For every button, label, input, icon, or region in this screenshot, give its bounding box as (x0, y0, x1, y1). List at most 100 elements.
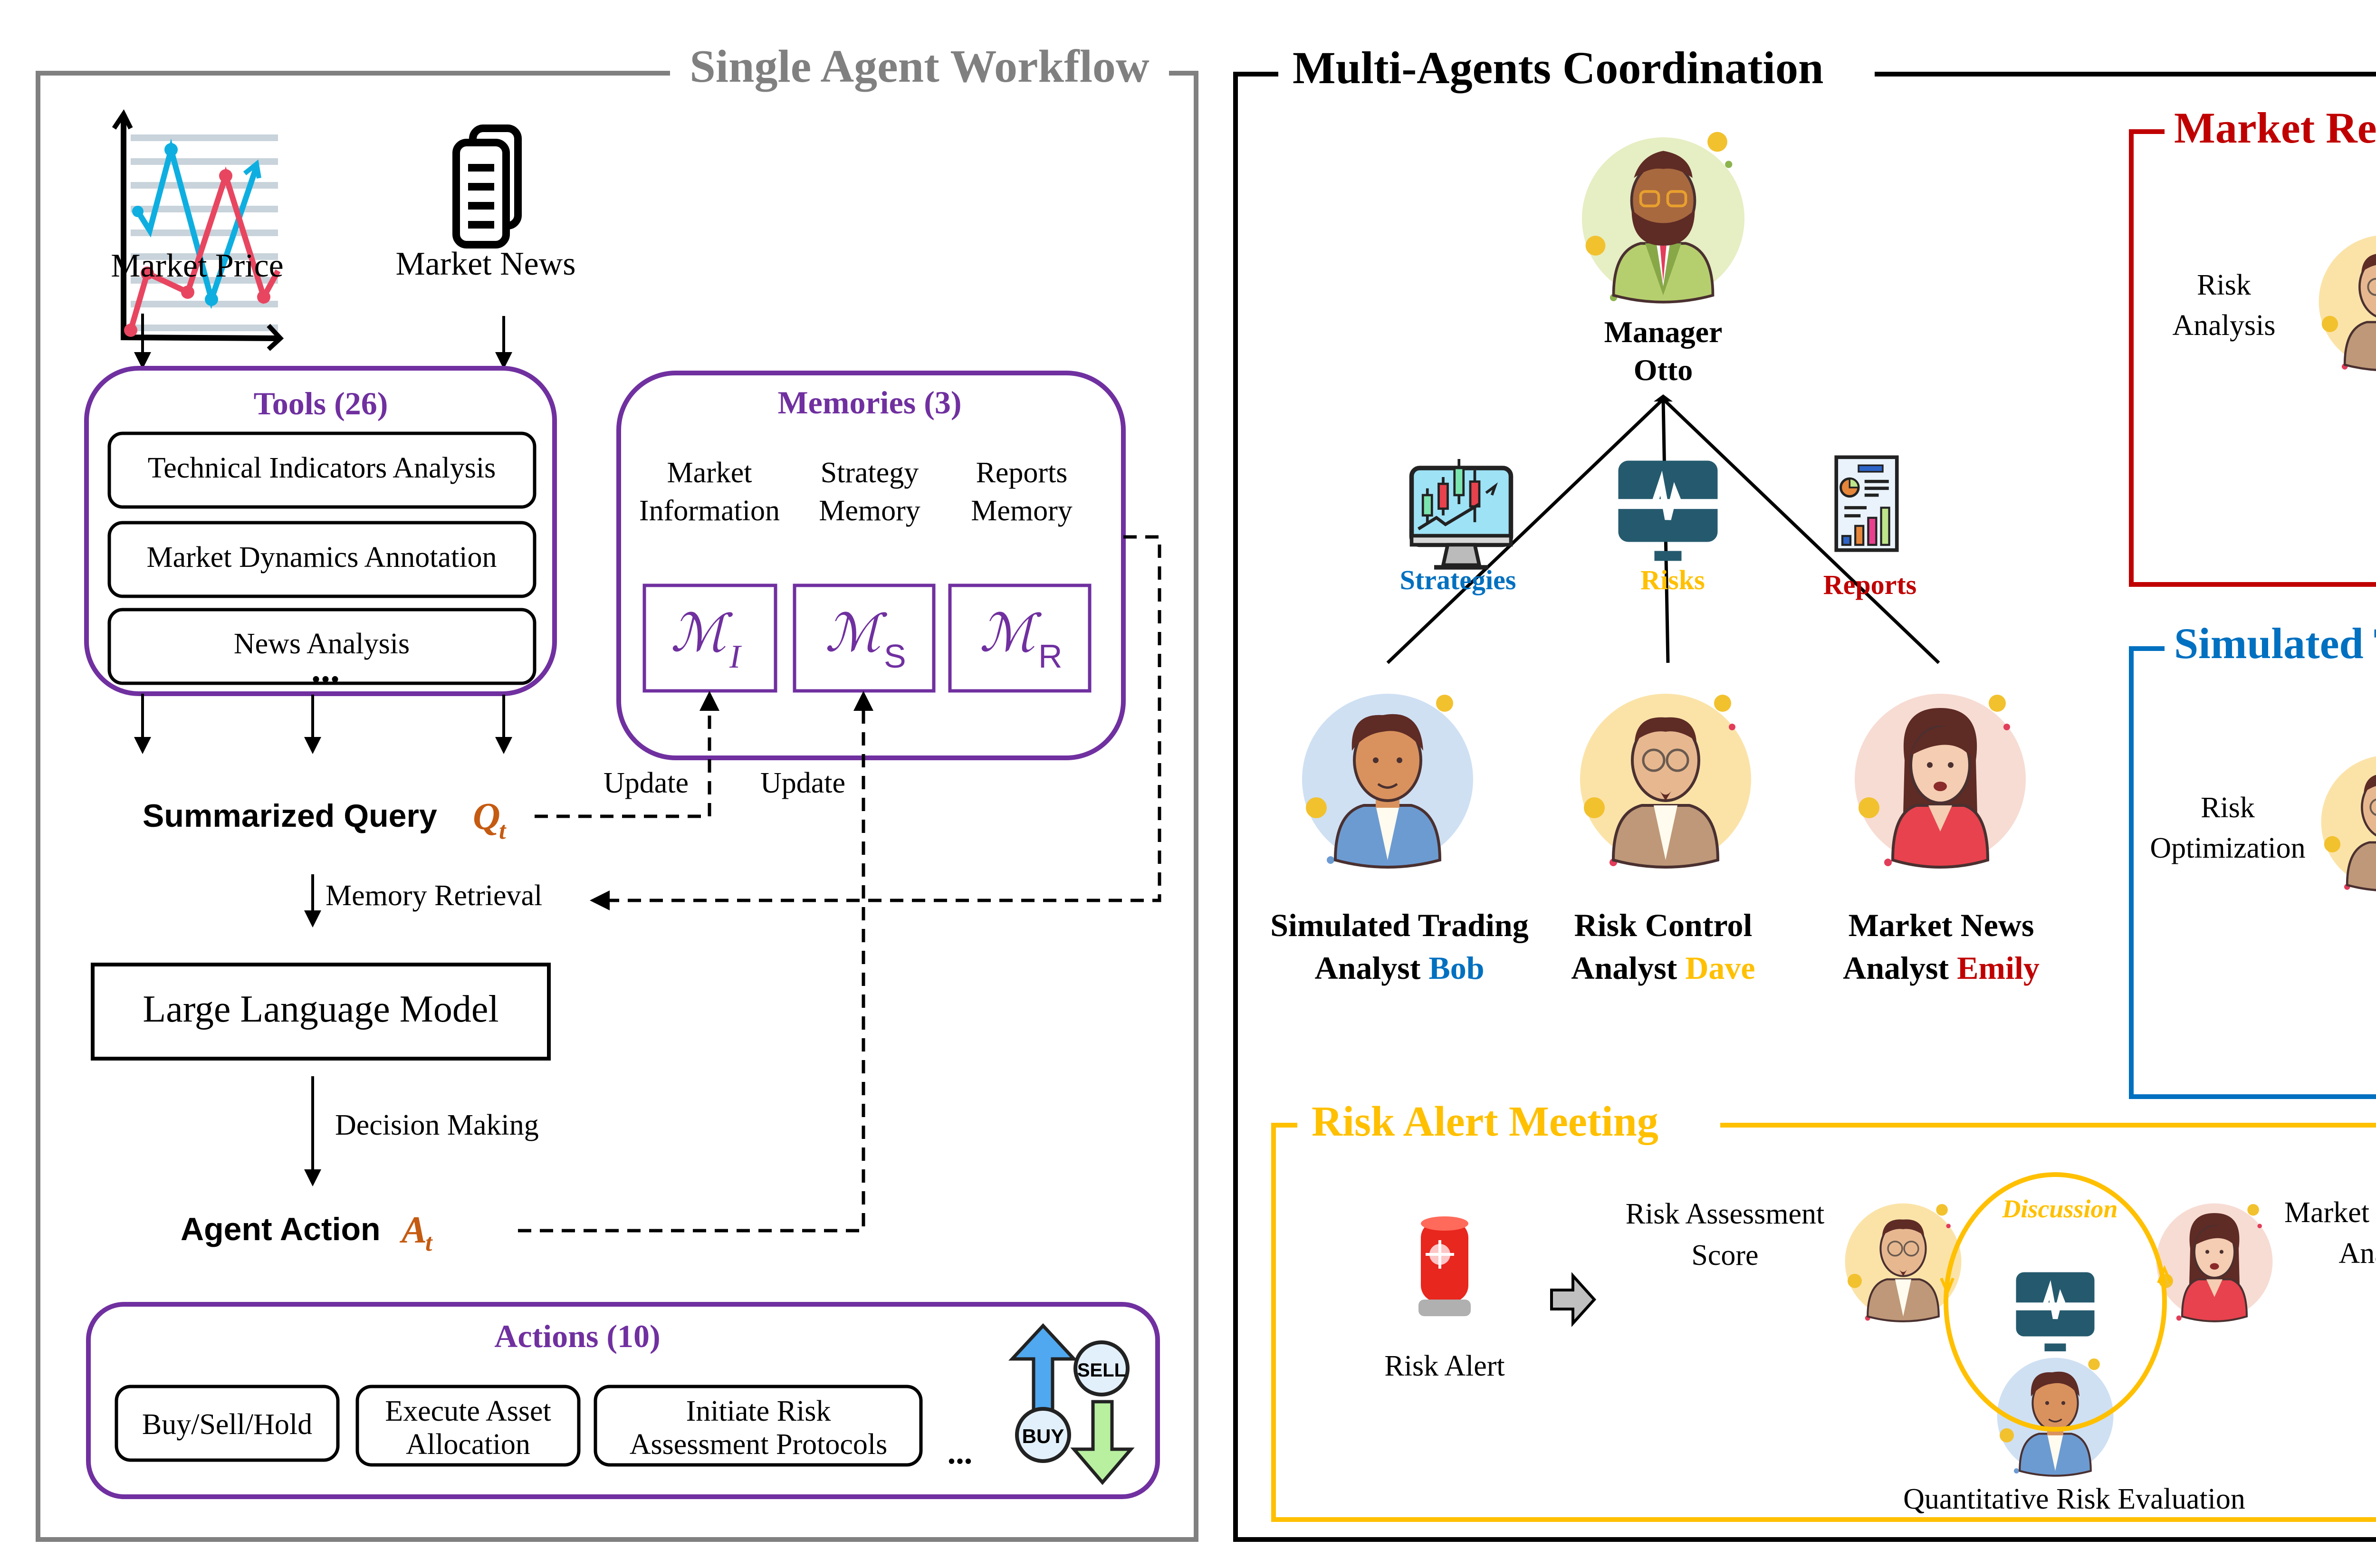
memory-label-line1: Strategy (821, 457, 919, 489)
analyst-title: Market News (1849, 907, 2034, 943)
strategies-icon (1412, 459, 1511, 567)
memory-label-line2: Memory (971, 495, 1073, 527)
role-label: Risk (2197, 269, 2251, 301)
actions-more-ellipsis: ... (948, 1434, 973, 1471)
tools-title: Tools (26) (254, 385, 388, 421)
market-price-label: Market Price (111, 248, 283, 284)
query-symbol: Q (473, 796, 500, 838)
action-subscript: t (425, 1229, 433, 1256)
analyst-role-name: Analyst Bob (1314, 950, 1484, 986)
update-arrow-strategy (518, 691, 873, 1233)
tool-item-label: News Analysis (234, 628, 410, 660)
memory-slot-strategy[interactable]: ℳ S (793, 583, 936, 693)
memory-label-line2: Information (639, 495, 780, 527)
action-item-label-line2: Assessment Protocols (630, 1428, 888, 1461)
tool-item-label: Technical Indicators Analysis (148, 452, 496, 484)
actions-box: Actions (10) Buy/Sell/Hold Execute Asset… (86, 1302, 1160, 1499)
discussion-label: Discussion (2002, 1195, 2117, 1223)
memory-symbol: ℳ (825, 604, 888, 662)
decision-making-label: Decision Making (335, 1109, 539, 1141)
channel-risks-label: Risks (1640, 564, 1705, 595)
query-subscript: t (499, 817, 507, 844)
summarized-query: Summarized Query Q t (143, 796, 507, 844)
tools-more-ellipsis: ... (311, 649, 340, 690)
news-analyst-avatar (2156, 1204, 2273, 1321)
simulated-trading-title: Simulated Trading of Strategies (2174, 619, 2376, 668)
risk-alert-siren-icon (1418, 1216, 1471, 1316)
analyst-title: Risk Control (1574, 907, 1753, 943)
analyst-bob-label: Simulated Trading Analyst Bob (1270, 907, 1529, 986)
action-item-asset-allocation[interactable]: Execute Asset Allocation (355, 1385, 581, 1467)
market-price-chart-icon (112, 109, 284, 351)
risk-analyst-avatar (2321, 755, 2376, 891)
market-news-icon (452, 124, 522, 249)
action-item-buy-sell-hold[interactable]: Buy/Sell/Hold (115, 1385, 340, 1462)
action-item-label-line1: Initiate Risk (686, 1395, 831, 1427)
tool-item[interactable]: Market Dynamics Annotation (107, 521, 537, 598)
llm-label: Large Language Model (143, 988, 498, 1030)
channel-reports-label: Reports (1823, 569, 1917, 600)
buy-sell-icon: BUY SELL (1008, 1323, 1135, 1485)
action-symbol: A (399, 1209, 427, 1251)
multi-agents-panel: Multi-Agents Coordination Manager Otto S… (1233, 42, 2376, 1542)
simulated-trading-box: Simulated Trading of Strategies Discussi… (2129, 619, 2376, 1099)
single-agent-title: Single Agent Workflow (690, 41, 1150, 92)
discussion-cycle (1944, 1172, 2167, 1432)
risk-alert-label: Risk Alert (1384, 1350, 1504, 1382)
role-label: Quantitative Risk Evaluation (1903, 1483, 2245, 1515)
action-item-risk-protocols[interactable]: Initiate Risk Assessment Protocols (594, 1385, 923, 1467)
trading-analyst-avatar (1997, 1358, 2114, 1476)
role-label: Analysis (2339, 1237, 2376, 1270)
risk-monitor-icon (2016, 1272, 2095, 1352)
role-label: Optimization (2150, 832, 2305, 864)
multi-agents-title: Multi-Agents Coordination (1293, 42, 1823, 93)
role-label: Analysis (2173, 309, 2276, 342)
analyst-role-name: Analyst Dave (1571, 950, 1755, 986)
memories-box: Memories (3) Market Information Strategy… (616, 371, 1126, 760)
memory-slot-market-information[interactable]: ℳ I (642, 583, 777, 693)
analyst-title: Simulated Trading (1270, 907, 1529, 943)
market-news-label: Market News (395, 246, 575, 282)
market-report-generation-box: Market Report Generation Discussion Risk… (2129, 104, 2376, 587)
agent-action-label: Agent Action (181, 1211, 381, 1247)
channel-strategies-label: Strategies (1400, 564, 1516, 595)
memories-title: Memories (3) (777, 384, 961, 421)
role-label: Risk Assessment (1626, 1198, 1825, 1230)
agent-action: Agent Action A t (181, 1209, 433, 1256)
buy-label: BUY (1022, 1425, 1064, 1447)
tool-item[interactable]: Technical Indicators Analysis (107, 431, 537, 509)
tools-box: Tools (26) Technical Indicators Analysis… (84, 366, 557, 696)
tool-item[interactable]: News Analysis (107, 608, 537, 685)
sell-label: SELL (1077, 1360, 1126, 1381)
memory-slot-reports[interactable]: ℳ R (948, 583, 1092, 693)
tool-item-label: Market Dynamics Annotation (147, 541, 497, 574)
role-label: Score (1691, 1239, 1758, 1272)
role-label: Market Sentiment (2284, 1196, 2376, 1229)
memory-subscript: R (1038, 638, 1063, 675)
memory-subscript: S (884, 638, 906, 675)
market-report-title: Market Report Generation (2174, 104, 2376, 152)
single-agent-panel: Single Agent Workflow Market Price (36, 41, 1198, 1542)
memory-symbol: ℳ (671, 604, 733, 662)
memory-retrieval-arrow (590, 535, 1161, 910)
analyst-emily-label: Market News Analyst Emily (1843, 907, 2040, 986)
manager-avatar (1582, 132, 1744, 302)
analyst-bob-avatar (1302, 694, 1473, 867)
update-arrow-market-info (535, 691, 719, 818)
risk-alert-meeting-box: Risk Alert Meeting Risk Alert Discussion (1271, 1098, 2376, 1522)
manager-role: Manager (1604, 315, 1723, 349)
manager-name: Otto (1634, 353, 1693, 387)
memory-label-line2: Memory (819, 495, 920, 527)
analyst-emily-avatar (1855, 694, 2026, 867)
flow-arrow-icon (1550, 1272, 1597, 1327)
memory-label-line1: Market (667, 457, 752, 489)
action-item-label-line2: Allocation (406, 1428, 530, 1461)
risk-alert-title: Risk Alert Meeting (1312, 1098, 1658, 1145)
summarized-query-label: Summarized Query (143, 798, 437, 834)
analyst-role-name: Analyst Emily (1843, 950, 2040, 986)
memory-subscript: I (729, 639, 742, 675)
update-label: Update (760, 767, 845, 799)
memory-retrieval-label: Memory Retrieval (326, 880, 542, 912)
actions-title: Actions (10) (494, 1318, 660, 1354)
